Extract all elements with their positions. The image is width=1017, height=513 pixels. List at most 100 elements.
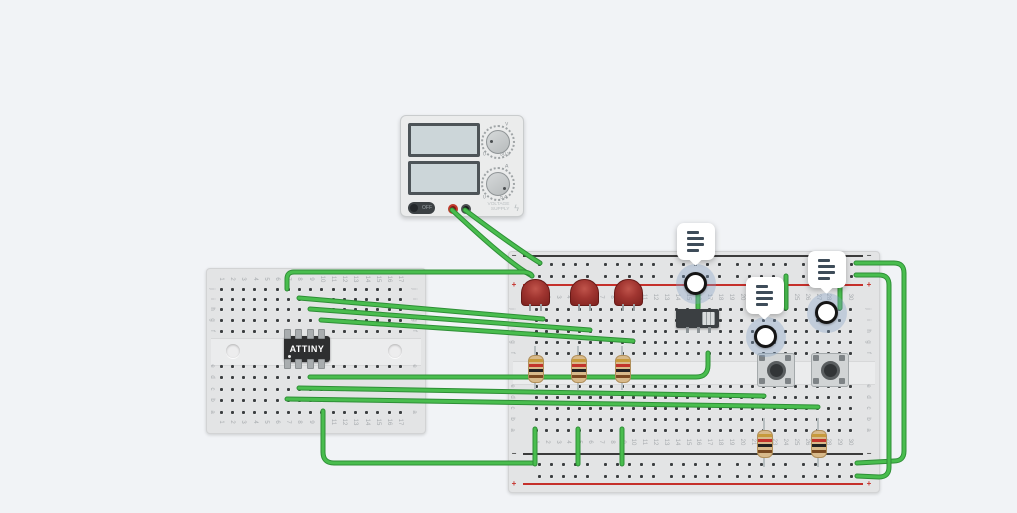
breadboard-hole <box>696 351 700 355</box>
power-supply[interactable]: V 0 30 V A 0 5 A OFF VOLTAGE SUPPLY ϟ <box>400 115 524 217</box>
breadboard-hole <box>631 384 635 388</box>
board-label: 7 <box>285 420 292 424</box>
rail-plus-sign: + <box>511 280 517 289</box>
breadboard-hole <box>320 375 324 379</box>
breadboard-hole <box>848 428 852 432</box>
r1-resistor[interactable] <box>527 346 544 390</box>
voltage-knob-ticks <box>481 125 515 159</box>
breadboard-hole <box>729 417 733 421</box>
rail-hole <box>669 462 673 466</box>
pin1-dot <box>288 355 291 358</box>
annotation-anchor[interactable] <box>754 325 777 348</box>
sw1-slide-switch[interactable] <box>676 309 719 333</box>
current-knob-max: 5 A <box>500 195 508 201</box>
breadboard-hole <box>588 406 592 410</box>
breadboard-hole <box>610 384 614 388</box>
resistor-band <box>572 364 586 367</box>
resistor-band <box>812 443 826 447</box>
breadboard-hole <box>264 410 268 414</box>
rail-hole <box>759 274 763 278</box>
current-knob[interactable] <box>486 172 510 196</box>
r4-resistor[interactable] <box>756 418 773 467</box>
breadboard-hole <box>241 297 245 301</box>
breadboard-hole <box>794 340 798 344</box>
breadboard-hole <box>610 318 614 322</box>
breadboard-hole <box>794 417 798 421</box>
btn1-pushbutton[interactable] <box>757 353 795 387</box>
breadboard-hole <box>599 428 603 432</box>
note-1-bubble[interactable] <box>677 223 715 260</box>
rail-hole <box>849 262 853 266</box>
breadboard-hole <box>805 340 809 344</box>
rail-hole <box>615 274 619 278</box>
board-label: 14 <box>363 418 370 426</box>
breadboard-hole <box>219 410 223 414</box>
note-2-bubble[interactable] <box>746 277 784 314</box>
led3-red-led[interactable] <box>614 279 643 311</box>
knob-indicator-dot <box>503 187 506 190</box>
breadboard-hole <box>761 406 765 410</box>
breadboard-hole <box>365 318 369 322</box>
board-label: f <box>509 352 515 354</box>
breadboard-hole <box>286 307 290 311</box>
board-label: 14 <box>363 275 370 283</box>
breadboard-hole <box>365 329 369 333</box>
breadboard-hole <box>545 307 549 311</box>
board-label: 13 <box>662 293 669 301</box>
board-label: 9 <box>307 277 314 281</box>
rail-plus-sign: + <box>866 280 872 289</box>
breadboard-hole <box>816 395 820 399</box>
psu-brand-label: VOLTAGE SUPPLY <box>487 202 509 212</box>
led1-red-led[interactable] <box>521 279 550 311</box>
rail-hole <box>825 474 829 478</box>
breadboard-hole <box>309 287 313 291</box>
note-text-icon <box>818 271 835 274</box>
rail-hole <box>549 274 553 278</box>
breadboard-hole <box>794 428 798 432</box>
breadboard-hole <box>309 410 313 414</box>
breadboard-hole <box>837 417 841 421</box>
breadboard-hole <box>751 318 755 322</box>
breadboard-hole <box>642 340 646 344</box>
btn2-pushbutton[interactable] <box>811 353 849 387</box>
switch-pin <box>685 327 689 333</box>
breadboard-hole <box>241 387 245 391</box>
breadboard-hole <box>264 307 268 311</box>
rail-hole <box>537 262 541 266</box>
breadboard-hole <box>342 307 346 311</box>
led2-red-led[interactable] <box>570 279 599 311</box>
r2-resistor[interactable] <box>570 346 587 390</box>
breadboard-hole <box>253 318 257 322</box>
annotation-anchor[interactable] <box>815 301 838 324</box>
breadboard-hole <box>566 340 570 344</box>
board-label: 10 <box>318 418 325 426</box>
positive-terminal[interactable] <box>448 204 458 214</box>
rail-hole <box>759 474 763 478</box>
breadboard-hole <box>566 307 570 311</box>
negative-terminal[interactable] <box>461 204 471 214</box>
rail-hole <box>669 474 673 478</box>
board-label: 1 <box>218 277 224 281</box>
r5-resistor[interactable] <box>810 418 827 467</box>
current-knob-ticks <box>481 167 515 201</box>
attiny-chip[interactable]: ATTINY <box>284 329 330 369</box>
rail-hole <box>813 474 817 478</box>
breadboard-hole <box>675 340 679 344</box>
breadboard-hole <box>740 395 744 399</box>
breadboard-hole <box>545 329 549 333</box>
breadboard-hole <box>631 351 635 355</box>
annotation-anchor[interactable] <box>684 272 707 295</box>
note-text-icon <box>818 277 830 280</box>
breadboard-hole <box>599 307 603 311</box>
rail-hole <box>801 462 805 466</box>
breadboard-hole <box>219 297 223 301</box>
board-label: 10 <box>318 275 325 283</box>
led-leg <box>622 304 624 311</box>
chip-leg <box>318 359 325 369</box>
note-3-bubble[interactable] <box>808 251 846 288</box>
psu-power-toggle[interactable]: OFF <box>408 202 435 214</box>
note-text-icon <box>687 249 699 252</box>
r3-resistor[interactable] <box>614 346 631 390</box>
breadboard-hole <box>675 329 679 333</box>
voltage-knob[interactable] <box>486 130 510 154</box>
